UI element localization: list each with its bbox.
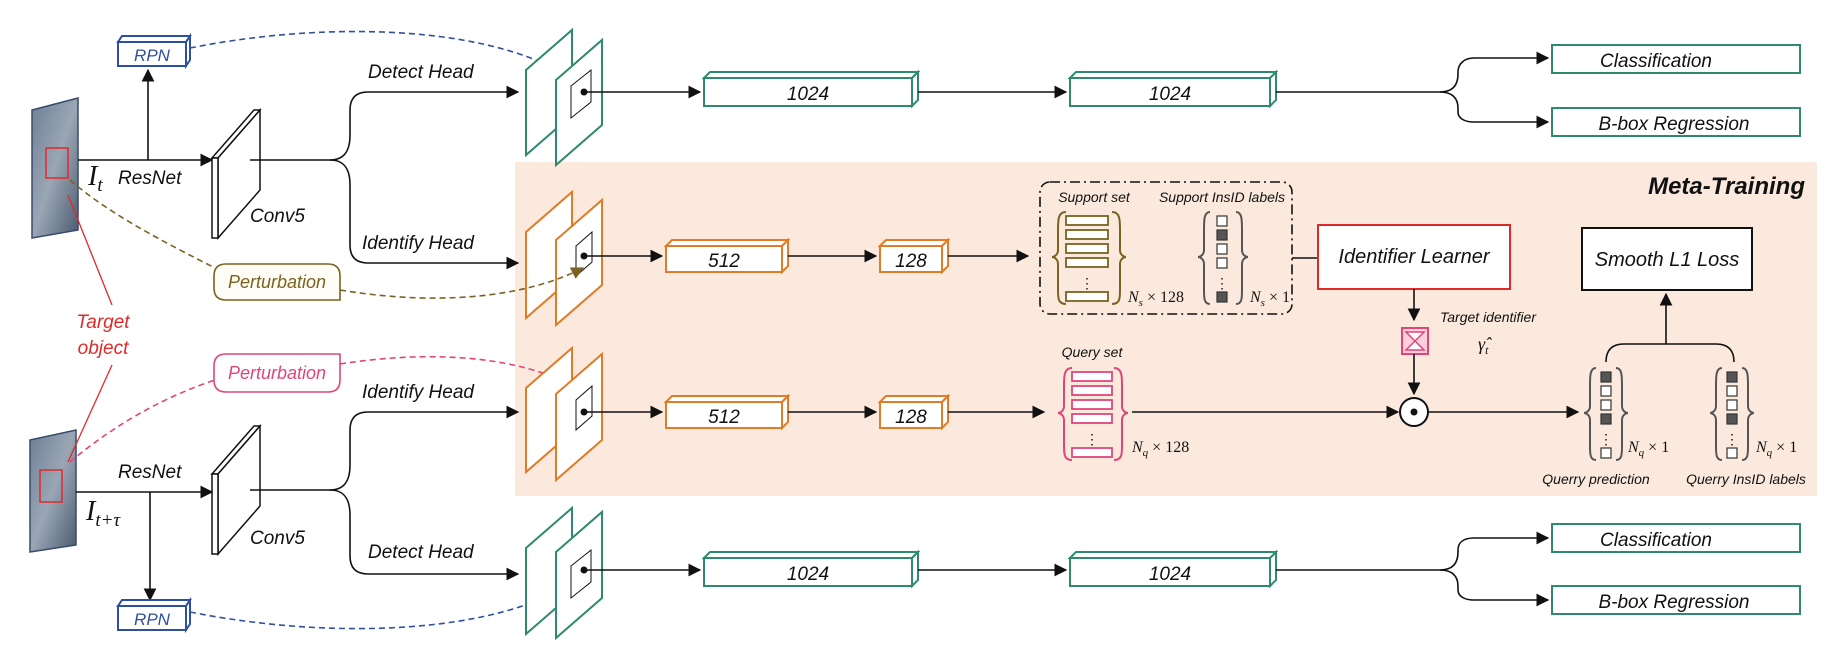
split-output-top-down (1439, 91, 1550, 129)
frame-t-tau-image (29, 429, 77, 553)
support-set-label: Support set (1058, 189, 1131, 205)
query-set-vectors (1057, 367, 1129, 461)
perturbation-brown-dashed-1 (69, 179, 216, 269)
frame-t-label: It (87, 161, 103, 196)
target-object-label-1: Target (76, 312, 130, 333)
target-object-label-2: object (78, 338, 129, 359)
classification-top-box (1551, 44, 1801, 74)
meta-training-title: Meta-Training (1648, 173, 1805, 200)
roi-detect-top (525, 27, 603, 168)
support-labels-dots: ⋮ (1215, 275, 1229, 291)
resnet-top-label: ResNet (118, 168, 182, 189)
fc128-top (877, 237, 951, 275)
detect-head-bottom-label: Detect Head (368, 542, 475, 563)
bbox-bottom-label: B-box Regression (1598, 592, 1749, 613)
query-labels-vector (1709, 367, 1755, 461)
rpn-bottom-dashed (189, 577, 582, 630)
identify-head-top-label: Identify Head (362, 233, 475, 254)
elementwise-product-center (1410, 408, 1418, 416)
fc128-top-label: 128 (895, 251, 927, 272)
support-labels-dim: Ns × 1 (1249, 289, 1290, 309)
frame-t-tau-label: It+τ (85, 496, 121, 531)
smooth-l1-loss-box (1581, 227, 1753, 291)
query-prediction-dim: Nq × 1 (1627, 439, 1669, 459)
conv5-top-label: Conv5 (250, 206, 305, 227)
rpn-top-box (116, 32, 192, 70)
bbox-top-label: B-box Regression (1598, 114, 1749, 135)
roi-identify-top (525, 189, 603, 328)
resnet-bottom-label: ResNet (118, 462, 182, 483)
conv5-bottom-block (210, 424, 262, 556)
roi-identify-bottom (525, 345, 603, 483)
identifier-learner-label: Identifier Learner (1338, 246, 1491, 268)
classification-bottom-box (1551, 523, 1801, 553)
frame-t-image (31, 97, 79, 239)
fc1024-top-b (1067, 69, 1279, 109)
fc1024-bottom-a-label: 1024 (787, 564, 829, 585)
target-identifier-label: Target identifier (1440, 309, 1537, 325)
perturbation-brown-box (213, 263, 341, 301)
target-identifier-icon (1401, 327, 1429, 355)
fc128-bottom-label: 128 (895, 407, 927, 428)
split-output-bottom (1276, 531, 1550, 571)
support-set-group (1039, 181, 1293, 315)
query-prediction-dots: ⋮ (1599, 431, 1613, 447)
support-set-dim: Ns × 128 (1127, 289, 1184, 309)
loss-connector (1605, 343, 1735, 363)
support-set-dots: ⋮ (1080, 275, 1094, 291)
fc1024-top-a (701, 69, 921, 109)
roi-detect-bottom (525, 505, 603, 641)
query-set-dim: Nq × 128 (1131, 439, 1189, 459)
target-line-bottom (67, 364, 113, 463)
query-set-dots: ⋮ (1085, 431, 1099, 447)
split-top-down (329, 159, 520, 270)
target-line-top (67, 194, 113, 306)
conv5-bottom-label: Conv5 (250, 528, 305, 549)
query-prediction-vector (1583, 367, 1629, 461)
perturbation-pink-dashed-2 (339, 355, 583, 391)
perturbation-pink-box (213, 353, 341, 393)
fc1024-bottom-b-label: 1024 (1149, 564, 1191, 585)
fc512-bottom (663, 393, 791, 431)
fc1024-top-b-label: 1024 (1149, 84, 1191, 105)
identify-head-bottom-label: Identify Head (362, 382, 475, 403)
bbox-top-box (1551, 107, 1801, 137)
conv5-top-block (210, 108, 262, 240)
classification-bottom-label: Classification (1600, 530, 1712, 551)
rpn-bottom-label: RPN (134, 610, 171, 629)
split-bottom-down (329, 489, 520, 581)
perturbation-brown-label: Perturbation (228, 272, 326, 292)
query-set-label: Query set (1062, 344, 1124, 360)
bbox-bottom-box (1551, 585, 1801, 615)
fc512-top (663, 237, 791, 275)
perturbation-pink-dashed-1 (69, 379, 216, 463)
rpn-top-label: RPN (134, 46, 171, 65)
fc1024-bottom-b (1067, 549, 1279, 589)
rpn-bottom-box (116, 596, 192, 634)
smooth-l1-loss-label: Smooth L1 Loss (1595, 249, 1740, 271)
fc128-bottom (877, 393, 951, 431)
query-labels-label: Querry InsID labels (1686, 471, 1806, 487)
fc1024-bottom-a (701, 549, 921, 589)
query-labels-dim: Nq × 1 (1755, 439, 1797, 459)
fc1024-top-a-label: 1024 (787, 84, 829, 105)
split-output-top (1276, 51, 1550, 93)
perturbation-brown-dashed-2 (339, 267, 585, 299)
support-labels-vectors (1197, 211, 1249, 305)
split-output-bottom-down (1439, 569, 1550, 607)
query-labels-dots: ⋮ (1725, 431, 1739, 447)
split-bottom-up (250, 405, 520, 491)
meta-training-region (515, 162, 1817, 496)
classification-top-label: Classification (1600, 51, 1712, 72)
split-top (250, 85, 520, 161)
perturbation-pink-label: Perturbation (228, 363, 326, 383)
support-labels-label: Support InsID labels (1159, 189, 1285, 205)
fc512-top-label: 512 (708, 251, 740, 272)
support-set-vectors (1051, 211, 1127, 305)
detect-head-top-label: Detect Head (368, 62, 475, 83)
fc512-bottom-label: 512 (708, 407, 740, 428)
query-prediction-label: Querry prediction (1542, 471, 1650, 487)
